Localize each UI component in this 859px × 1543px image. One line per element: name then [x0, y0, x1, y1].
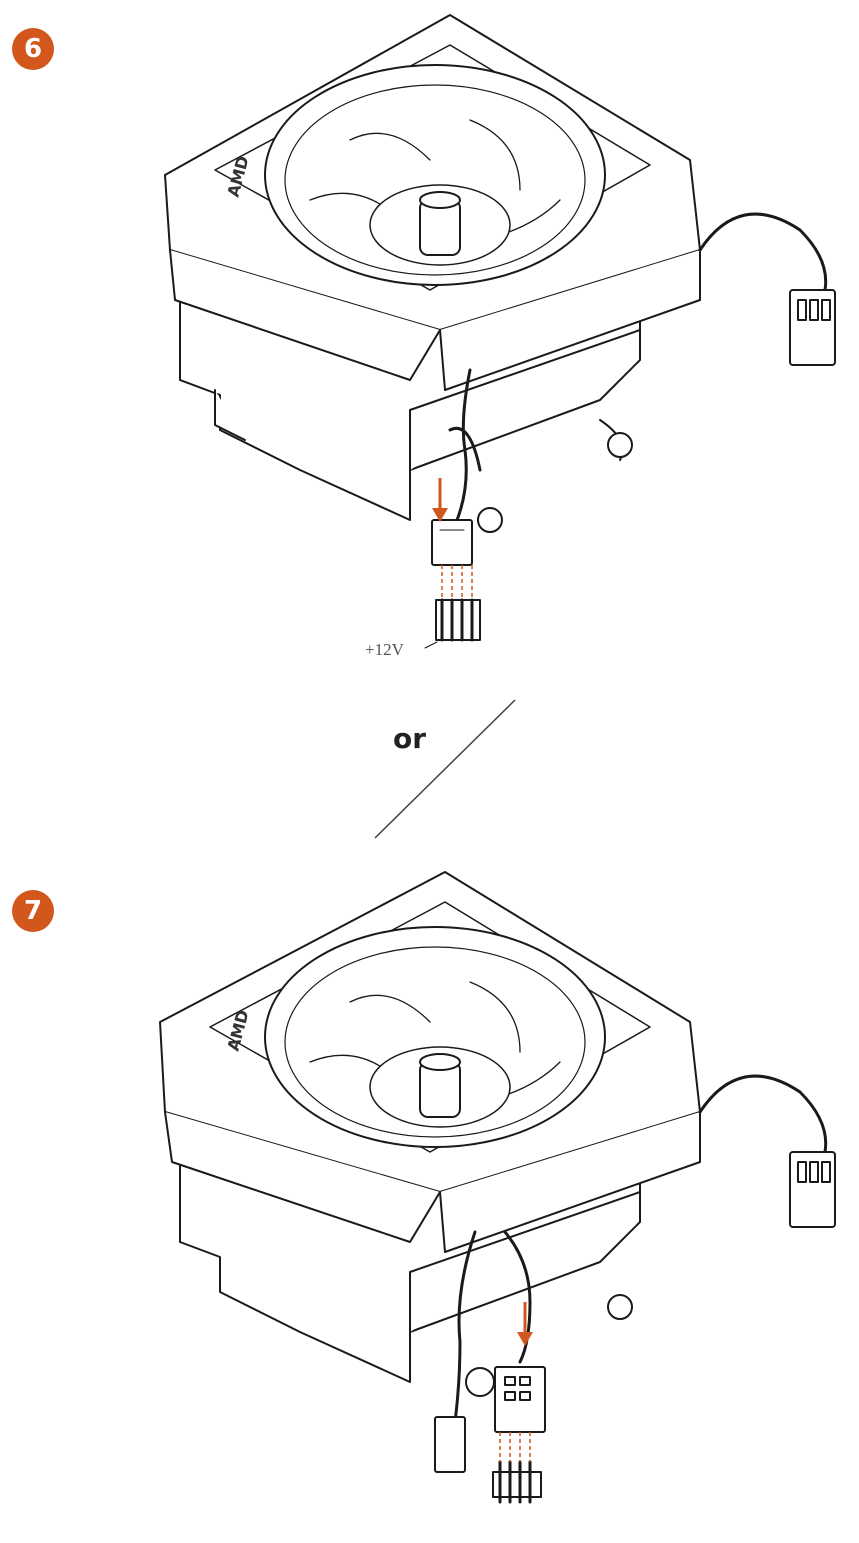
step-6-badge: 6 — [12, 28, 54, 70]
voltage-label: +12V — [365, 640, 404, 659]
cpu-cooler-single-connector-diagram: AMD — [164, 14, 836, 649]
or-separator-text: or — [393, 722, 427, 755]
step-7-badge: 7 — [12, 890, 54, 932]
insert-arrow-icon — [517, 1302, 533, 1346]
insert-arrow-icon — [432, 478, 448, 522]
cpu-cooler-dual-connector-diagram: AMD — [159, 871, 836, 1504]
